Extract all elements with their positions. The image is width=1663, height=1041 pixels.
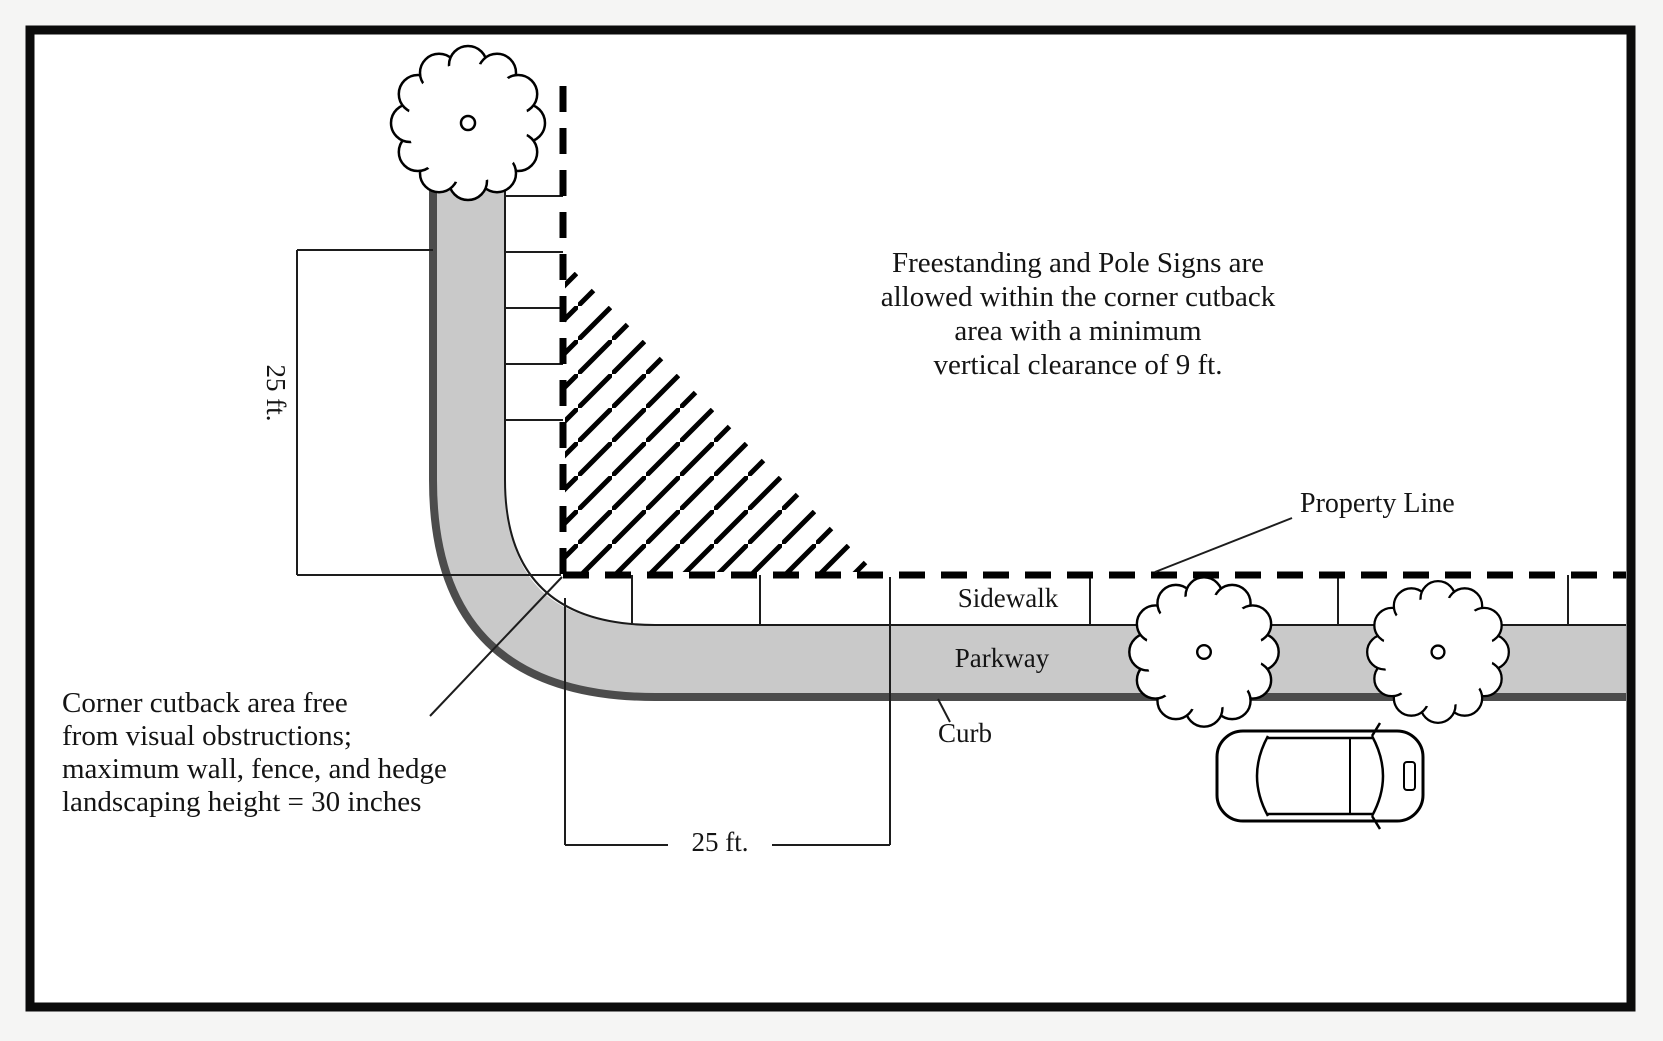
parkway-label: Parkway [955,643,1050,673]
horizontal-dimension: 25 ft. [564,577,891,857]
car-icon [1215,722,1425,830]
sidewalk-label: Sidewalk [958,583,1059,613]
cutback-note-line: landscaping height = 30 inches [62,786,421,818]
corner-cutback-note: Corner cutback area free from visual obs… [62,687,447,818]
cutback-leader [429,576,563,717]
vertical-dimension-label: 25 ft. [261,365,291,422]
cutback-note-line: from visual obstructions; [62,720,352,752]
cutback-note-line: maximum wall, fence, and hedge [62,753,447,785]
horizontal-dimension-label: 25 ft. [692,827,749,857]
sign-note-line: allowed within the corner cutback [881,281,1276,313]
parkway-band [433,152,1626,697]
sign-note-line: Freestanding and Pole Signs are [892,247,1264,279]
property-line-leader [1154,517,1293,573]
curb-leader [937,698,951,723]
sidewalk-parkway-edge [504,152,1626,626]
property-line-label: Property Line [1300,488,1455,519]
sign-allowance-note: Freestanding and Pole Signs are allowed … [881,247,1276,381]
sign-note-line: vertical clearance of 9 ft. [933,349,1222,381]
curb-label: Curb [938,718,992,748]
corner-cutback-hatch [565,262,875,572]
sign-note-line: area with a minimum [954,315,1202,347]
curb-line [429,152,1626,701]
vertical-dimension: 25 ft. [261,249,561,576]
cutback-note-line: Corner cutback area free [62,687,348,719]
sidewalk-joints [505,195,1569,625]
